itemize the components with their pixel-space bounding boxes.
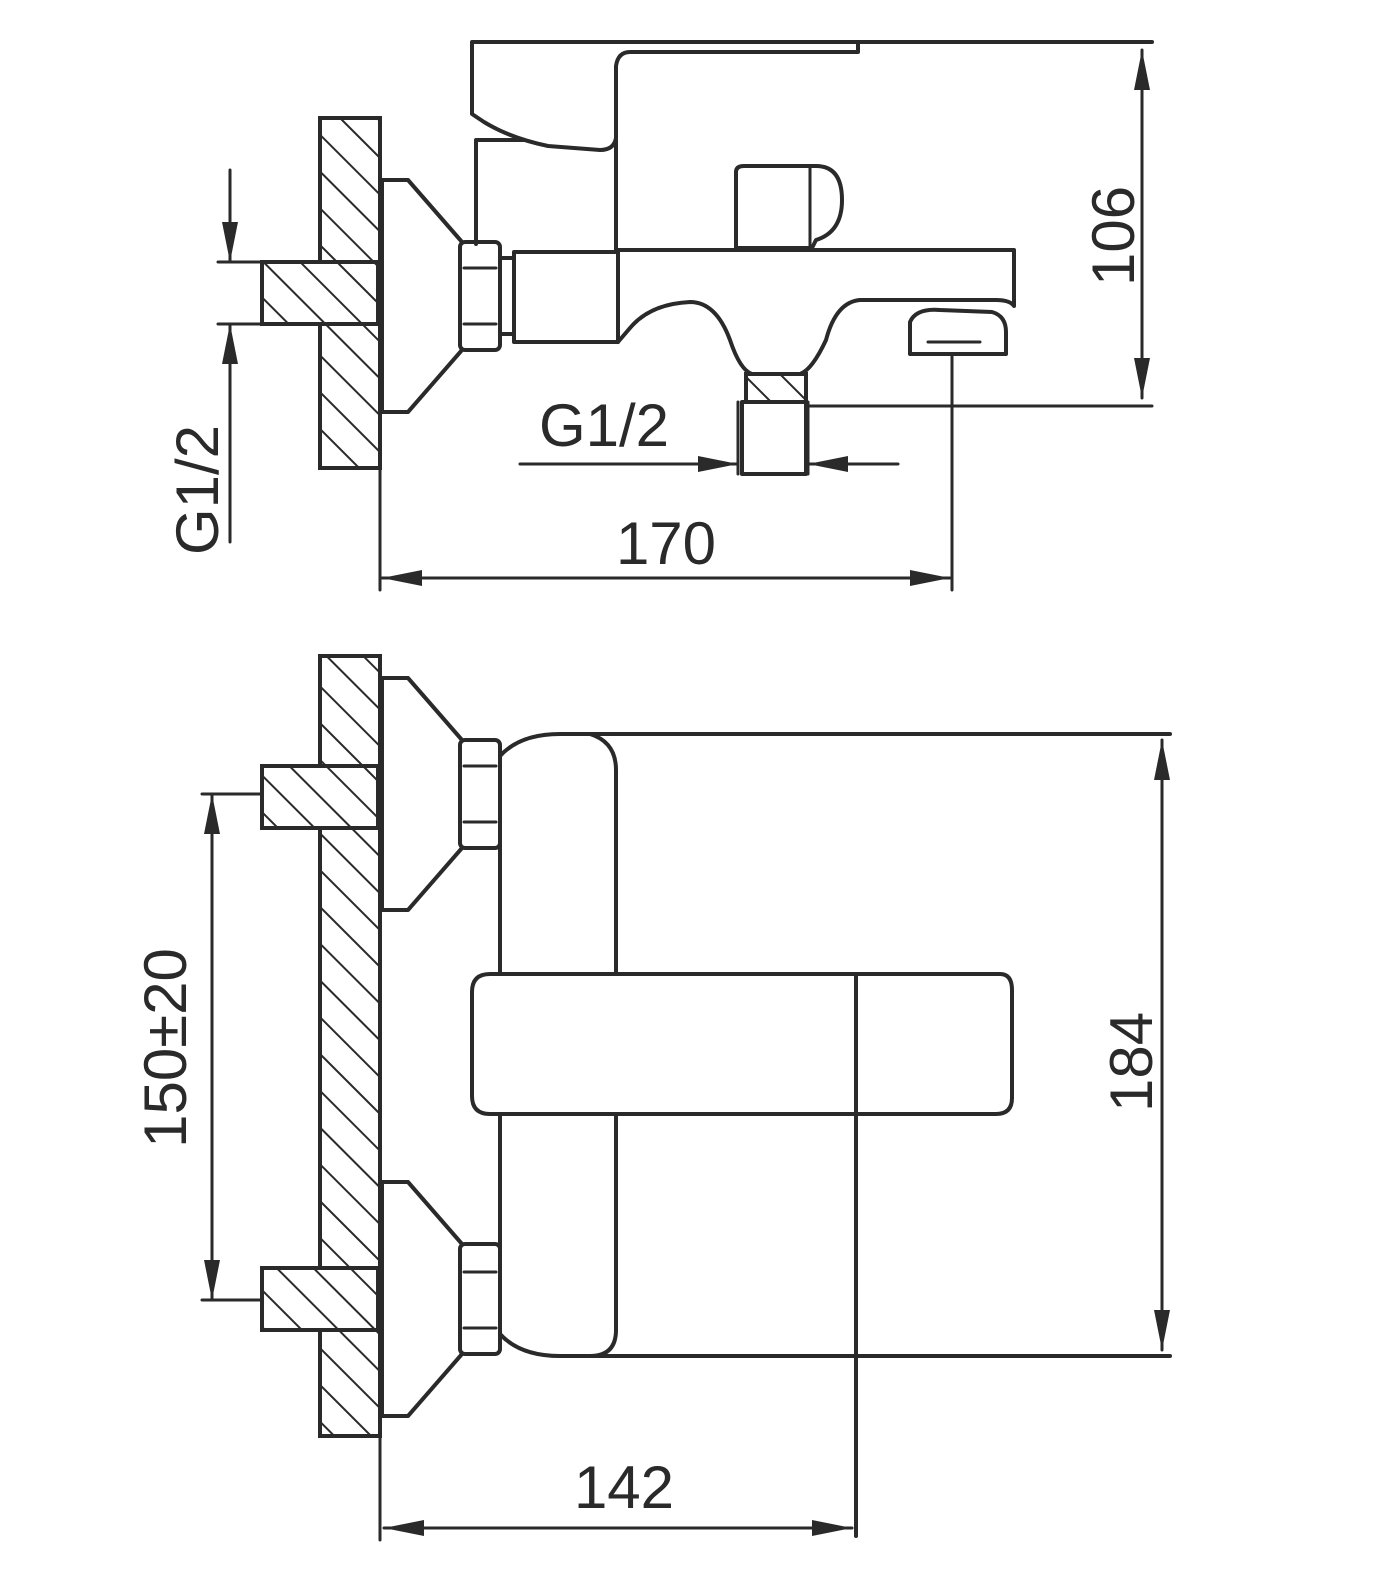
diverter-knob-top xyxy=(734,164,844,250)
nut-upper xyxy=(458,738,502,850)
side-view: 106 G1/2 G1/2 170 xyxy=(164,40,1154,592)
dim-142: 142 xyxy=(574,1454,674,1521)
nut-lower xyxy=(458,1242,502,1356)
dim-150-20: 150±20 xyxy=(132,948,199,1148)
aerator-top xyxy=(908,307,1008,356)
supply-pipe-top xyxy=(260,260,380,326)
spout-plan xyxy=(470,972,1014,1116)
supply-pipe-lower xyxy=(260,1266,380,1332)
dim-g12-outlet: G1/2 xyxy=(539,392,669,459)
plan-view: 150±20 184 142 xyxy=(132,654,1172,1542)
nut-connector-top xyxy=(498,256,516,336)
dim-184: 184 xyxy=(1098,1012,1165,1112)
dim-106: 106 xyxy=(1080,186,1147,286)
outlet-stub-top xyxy=(744,372,808,404)
outlet-pipe-top xyxy=(740,400,808,476)
escutcheon-top xyxy=(380,178,464,414)
dim-g12-side: G1/2 xyxy=(164,425,231,555)
faucet-body-top xyxy=(512,250,620,344)
lever-handle-top xyxy=(470,40,860,152)
escutcheon-upper xyxy=(380,676,464,912)
supply-pipe-upper xyxy=(260,764,380,830)
nut-top xyxy=(458,240,502,352)
escutcheon-lower xyxy=(380,1180,464,1418)
dim-170: 170 xyxy=(616,510,716,577)
